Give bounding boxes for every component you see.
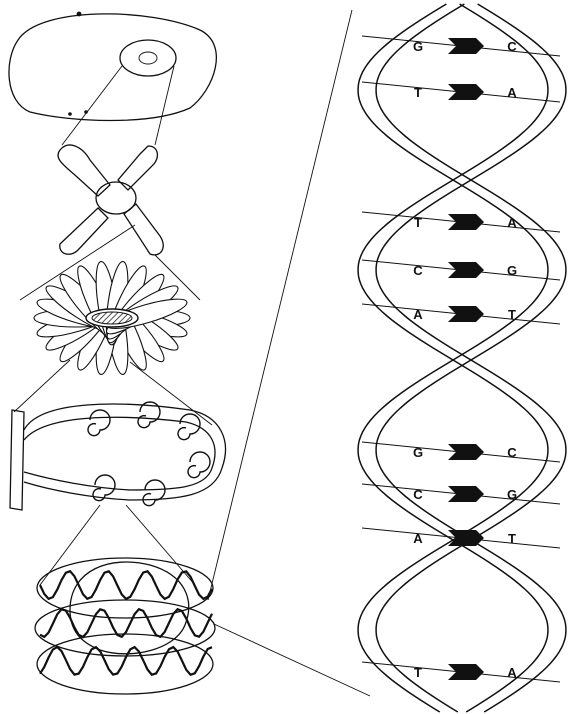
base-right-label: A bbox=[507, 85, 517, 100]
chromatin-loops-illustration bbox=[10, 402, 225, 510]
base-right-label: A bbox=[507, 215, 517, 230]
base-right-label: G bbox=[507, 487, 517, 502]
base-right-label: T bbox=[508, 307, 516, 322]
helix-strand-b-edge-1 bbox=[358, 4, 548, 712]
base-pair-bond bbox=[448, 486, 484, 502]
zoom-connector-1 bbox=[62, 66, 174, 145]
base-pair-bond bbox=[448, 664, 484, 680]
base-right-label: T bbox=[508, 531, 516, 546]
base-left-label: G bbox=[413, 39, 423, 54]
zoom-connector-5 bbox=[208, 10, 370, 696]
helix-strand-a-edge-1 bbox=[358, 4, 548, 712]
zoom-connector-3 bbox=[14, 360, 212, 425]
zoom-connector-4 bbox=[40, 505, 195, 585]
centromere bbox=[96, 182, 136, 214]
nucleosome-core bbox=[70, 562, 189, 654]
helix-strand-b-edge-2 bbox=[376, 4, 566, 712]
base-pair-bond bbox=[448, 262, 484, 278]
nucleosome-coil-illustration bbox=[35, 558, 215, 694]
base-right-label: C bbox=[507, 39, 517, 54]
base-right-label: A bbox=[507, 665, 517, 680]
base-pair-bond bbox=[448, 84, 484, 100]
cell-nucleus bbox=[120, 40, 176, 76]
base-pair-bond bbox=[448, 38, 484, 54]
base-left-label: C bbox=[413, 487, 423, 502]
base-pairs: G C T A T A C G A T G C C G A T T A bbox=[362, 36, 560, 682]
base-left-label: A bbox=[413, 307, 423, 322]
base-left-label: G bbox=[413, 445, 423, 460]
base-right-label: C bbox=[507, 445, 517, 460]
base-pair-bond bbox=[448, 214, 484, 230]
coil-loop bbox=[88, 410, 110, 436]
coil-loop bbox=[188, 452, 210, 478]
coil-loop bbox=[143, 480, 165, 506]
dna-double-helix bbox=[358, 4, 566, 712]
base-pair-bond bbox=[448, 306, 484, 322]
coil-loop bbox=[178, 414, 200, 440]
dna-strand-wrap bbox=[40, 647, 212, 675]
rosette-illustration bbox=[34, 260, 190, 375]
helix-strand-a-edge-2 bbox=[376, 4, 566, 712]
rosette-core bbox=[92, 312, 132, 324]
base-pair-bond bbox=[448, 530, 484, 546]
cell-illustration bbox=[9, 12, 216, 121]
base-left-label: T bbox=[414, 85, 422, 100]
base-pair-bond bbox=[448, 444, 484, 460]
base-left-label: T bbox=[414, 665, 422, 680]
base-left-label: C bbox=[413, 263, 423, 278]
base-left-label: A bbox=[413, 531, 423, 546]
chromosome-illustration bbox=[58, 145, 163, 255]
base-left-label: T bbox=[414, 215, 422, 230]
base-right-label: G bbox=[507, 263, 517, 278]
